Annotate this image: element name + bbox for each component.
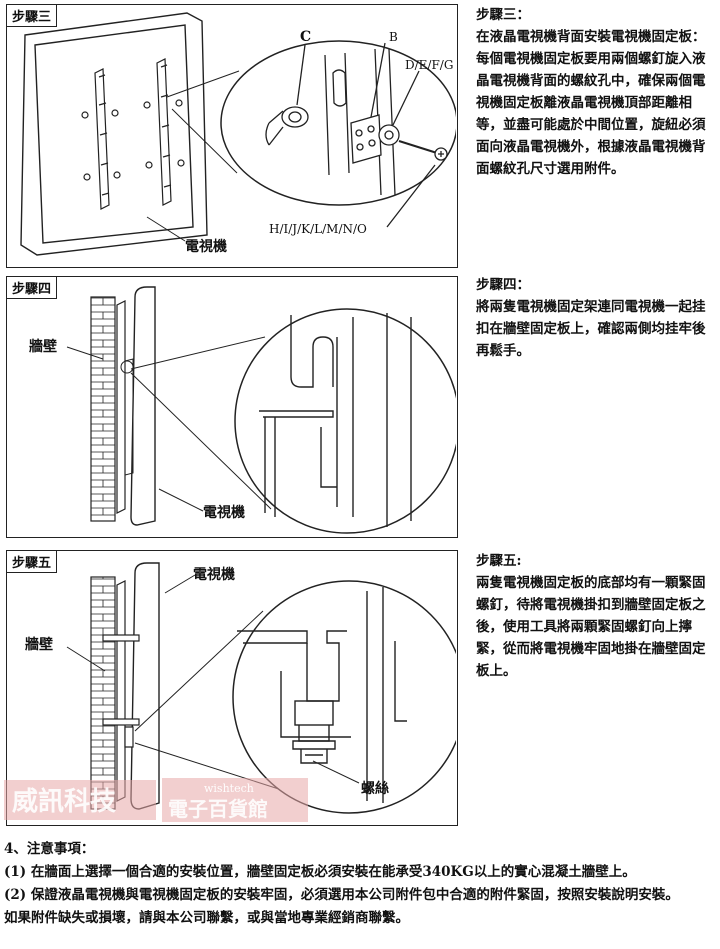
step3-text: 步驟三： 在液晶電視機背面安裝電視機固定板：每個電視機固定板要用兩個螺釘旋入液晶…: [476, 4, 714, 180]
step4-label-wall: 牆壁: [29, 338, 57, 355]
step3-label-b: B: [389, 30, 398, 44]
step4-heading: 步驟四：: [476, 277, 530, 293]
step4-callout-detail: [259, 313, 412, 527]
watermark-left-text: 威訊科技: [12, 786, 116, 817]
watermark-logo: 威訊科技 wishtech 電子百貨館: [4, 778, 308, 822]
step3-label-c: C: [300, 29, 311, 45]
notes-title: 4、注意事項：: [4, 841, 95, 857]
watermark-right-text: 電子百貨館: [168, 797, 268, 821]
step4-tag: 步驟四: [7, 277, 58, 299]
step3-tag: 步驟三: [7, 5, 58, 27]
step4-callout: [234, 308, 456, 534]
step4-text: 步驟四： 將兩隻電視機固定架連同電視機一起挂扣在牆壁固定板上，確認兩側均挂牢後再…: [476, 274, 714, 362]
step5-illustration: 電視機 牆壁 螺絲: [25, 562, 456, 814]
notes-item-3: 如果附件缺失或損壞，請與本公司聯繫，或與當地專業經銷商聯繫。: [4, 910, 409, 926]
step3-bracket-left: [81, 68, 121, 210]
step5-heading: 步驟五:: [476, 553, 522, 569]
step3-body: 在液晶電視機背面安裝電視機固定板：每個電視機固定板要用兩個螺釘旋入液晶電視機背面…: [476, 29, 706, 177]
step4-panel: 步驟四: [6, 276, 458, 538]
step3-panel: 步驟三: [6, 4, 458, 268]
step4-label-tv: 電視機: [203, 504, 245, 521]
step5-tag: 步驟五: [7, 551, 58, 573]
notes-item-2: (2) 保證液晶電視機與電視機固定板的安裝牢固，必須選用本公司附件包中合適的附件…: [4, 887, 679, 903]
step3-label-tv: 電視機: [185, 238, 227, 255]
step4-brick-wall: [90, 296, 116, 522]
step3-illustration: C B D/E/F/G H/I/J/K/L/M/N/O 電視機: [20, 12, 456, 256]
step5-label-screw: 螺絲: [361, 780, 389, 797]
step3-label-defg: D/E/F/G: [405, 58, 453, 72]
step5-tv-side: [130, 562, 160, 810]
step5-callout-detail: [237, 587, 407, 803]
step3-tv-back: [20, 12, 208, 256]
step5-text: 步驟五: 兩隻電視機固定板的底部均有一顆緊固螺釘，待將電視機掛扣到牆壁固定板之後…: [476, 550, 714, 682]
step5-body: 兩隻電視機固定板的底部均有一顆緊固螺釘，待將電視機掛扣到牆壁固定板之後，使用工具…: [476, 575, 706, 679]
step4-tv-side: [130, 286, 156, 526]
step3-heading: 步驟三：: [476, 7, 530, 23]
step3-callout-detail: [265, 42, 448, 228]
notes-section: 4、注意事項： (1) 在牆面上選擇一個合適的安裝位置，牆壁固定板必須安裝在能承…: [4, 838, 716, 930]
watermark-brand-text: wishtech: [204, 782, 254, 795]
step3-zoom-lines: [166, 70, 240, 174]
step4-illustration: 牆壁 電視機: [29, 286, 456, 534]
step5-panel: 步驟五 電視機 牆壁 螺絲: [6, 550, 458, 826]
step3-label-screws: H/I/J/K/L/M/N/O: [269, 222, 367, 236]
step3-bracket-right: [143, 58, 185, 206]
step5-callout: [232, 580, 456, 814]
notes-item-1: (1) 在牆面上選擇一個合適的安裝位置，牆壁固定板必須安裝在能承受340KG以上…: [4, 864, 636, 880]
step5-brick-wall: [90, 576, 116, 810]
step3-callout: [220, 40, 456, 206]
step4-body: 將兩隻電視機固定架連同電視機一起挂扣在牆壁固定板上，確認兩側均挂牢後再鬆手。: [476, 299, 706, 359]
step5-label-tv: 電視機: [193, 566, 235, 583]
step5-label-wall: 牆壁: [25, 636, 53, 653]
